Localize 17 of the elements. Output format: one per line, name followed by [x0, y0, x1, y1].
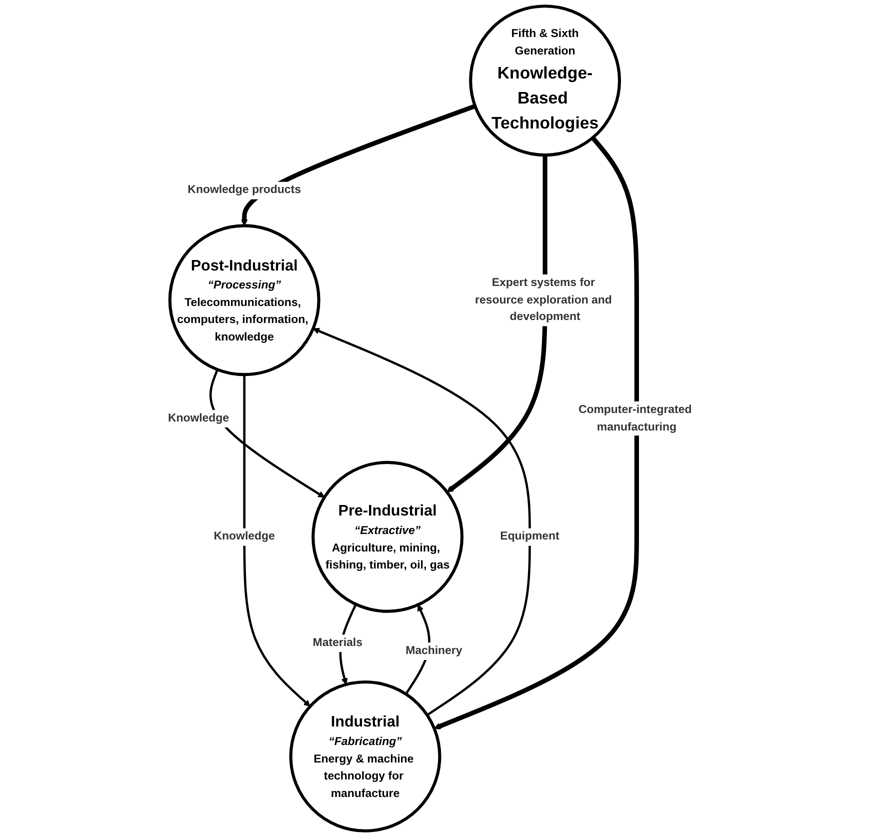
node-circle: Post-Industrial “Processing” Telecommunications, computers, information, knowledge [168, 224, 320, 376]
edge-label: Machinery [406, 644, 462, 658]
edge-label: Computer-integrated manufacturing [578, 402, 692, 434]
edge-label: Expert systems for resource exploration and development [475, 276, 612, 324]
arrow [209, 369, 325, 498]
edge-label: Knowledge products [188, 183, 301, 196]
arrow [243, 374, 310, 707]
node-circle: Fifth & Sixth Generation Knowledge-Based Technologies [469, 4, 622, 157]
arrow [434, 136, 639, 730]
edge-label: Equipment [500, 530, 560, 543]
node-circle: Pre-Industrial “Extractive” Agriculture, mining, fishing, timber, oil, gas [312, 460, 464, 613]
edge-label: Knowledge [214, 530, 275, 543]
edge-label: Materials [312, 636, 362, 650]
arrow [240, 104, 476, 226]
arrow [312, 328, 531, 716]
edge-label: Knowledge [168, 411, 230, 424]
node-circle: Industrial “Fabricating” Energy & machine technology for manufacture [289, 680, 442, 832]
